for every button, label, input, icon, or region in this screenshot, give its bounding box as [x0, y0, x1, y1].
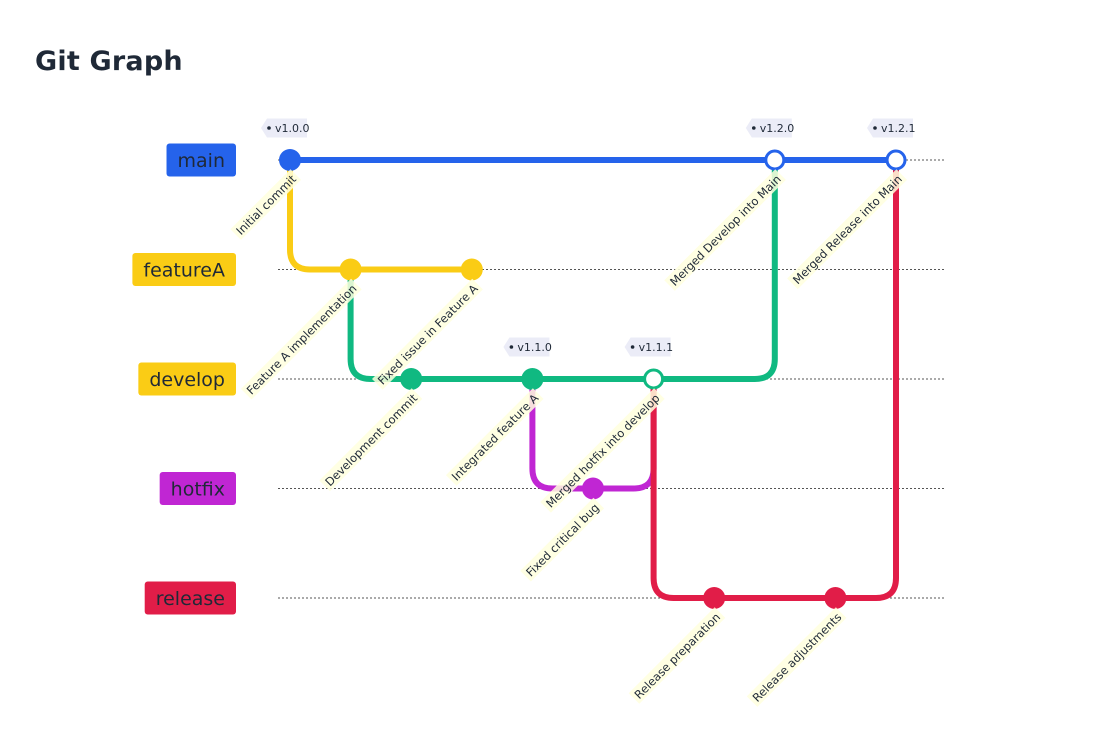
connection-c10-c11: [832, 157, 899, 601]
commit-message-bg: [540, 388, 665, 513]
connection-c7-c9: [650, 157, 778, 382]
commit-message-c8: Release preparation: [628, 607, 726, 704]
branch-label-develop[interactable]: develop: [138, 362, 236, 396]
branch-name: develop: [149, 369, 225, 391]
commit-message-bg: [319, 388, 423, 492]
tag-label: v1.2.1: [881, 122, 916, 135]
commit-message-c6: Fixed critical bug: [520, 497, 605, 582]
tag-c7: v1.1.1: [624, 337, 674, 357]
connection-c7-c8: [650, 376, 718, 601]
commit-message-c11: Merged Release into Main: [787, 169, 908, 290]
commit-message-bg: [240, 278, 362, 400]
tag-c9: v1.2.0: [745, 118, 795, 138]
tag-background: [745, 118, 792, 138]
tag-hole-icon: [630, 345, 635, 349]
commit-message-text: Fixed issue in Feature A: [375, 281, 481, 387]
branch-label-main[interactable]: main: [166, 143, 236, 177]
tag-background: [624, 337, 671, 357]
commit-node-c5[interactable]: [521, 368, 544, 390]
commit-node-c9[interactable]: [764, 149, 786, 171]
tag-label: v1.0.0: [275, 122, 310, 135]
commit-message-c2: Feature A implementation: [240, 278, 362, 400]
branch-label-bg: [159, 472, 236, 505]
commit-message-text: Feature A implementation: [244, 282, 360, 398]
tag-hole-icon: [509, 345, 514, 349]
tag-hole-icon: [752, 126, 756, 130]
commit-message-c5: Integrated feature A: [445, 388, 544, 486]
branch-label-hotfix[interactable]: hotfix: [159, 472, 236, 505]
commit-message-bg: [746, 607, 847, 707]
branch-labels: main featureA develop hotfix release: [132, 143, 236, 615]
commit-node-c10[interactable]: [824, 587, 847, 609]
commit-message-c4: Fixed issue in Feature A: [372, 278, 483, 390]
tag-hole-icon: [873, 126, 877, 130]
commit-message-bg: [628, 607, 726, 704]
tag-background: [503, 337, 550, 357]
branch-label-bg: [166, 143, 236, 177]
tag-c5: v1.1.0: [503, 337, 552, 357]
branch-name: hotfix: [171, 479, 225, 501]
tag-c11: v1.2.1: [867, 118, 916, 138]
commit-message-bg: [787, 169, 908, 290]
commit-message-bg: [230, 169, 302, 240]
connection-c2-c3: [347, 266, 415, 382]
commit-node-c6[interactable]: [582, 477, 604, 500]
commit-node-c1[interactable]: [279, 149, 301, 171]
commit-node-c7[interactable]: [643, 368, 665, 390]
commit-message-text: Release adjustments: [750, 610, 845, 705]
connection-c1-c2: [287, 157, 354, 273]
tag-hole-icon: [267, 126, 271, 130]
branch-label-bg: [144, 581, 236, 615]
branch-label-bg: [132, 253, 236, 286]
commit-node-c2[interactable]: [339, 258, 362, 281]
commit-message-text: Development commit: [322, 391, 420, 489]
commit-node-c8[interactable]: [703, 587, 726, 609]
commit-message-text: Fixed critical bug: [523, 501, 602, 580]
connection-c5-c6: [529, 376, 596, 492]
branch-label-featureA[interactable]: featureA: [132, 253, 236, 286]
branch-label-release[interactable]: release: [144, 581, 236, 615]
commit-message-c9: Merged Develop into Main: [664, 169, 786, 291]
tag-c1: v1.0.0: [261, 118, 310, 138]
tag-label: v1.1.1: [639, 341, 674, 354]
commit-message-bg: [664, 169, 786, 291]
commit-message-bg: [520, 497, 605, 582]
branch-name: featureA: [143, 260, 225, 282]
commit-message-text: Merged Develop into Main: [667, 172, 784, 289]
commit-node-c3[interactable]: [400, 368, 423, 390]
tag-label: v1.1.0: [517, 341, 552, 354]
commit-node-c11[interactable]: [885, 149, 907, 171]
tag-background: [867, 118, 913, 138]
commit-message-c3: Development commit: [319, 388, 423, 492]
commit-message-text: Release preparation: [632, 610, 724, 702]
branch-name: release: [156, 588, 225, 610]
branch-name: main: [178, 150, 225, 172]
commit-message-bg: [372, 278, 483, 390]
commit-message-bg: [445, 388, 544, 486]
commit-connections: [287, 157, 899, 601]
branch-label-bg: [138, 362, 236, 396]
commit-tags: v1.0.0 v1.1.0 v1.1.1 v1.2.0 v1.2.1: [261, 118, 916, 357]
commit-nodes: [279, 149, 907, 609]
tag-label: v1.2.0: [760, 122, 795, 135]
commit-message-text: Integrated feature A: [449, 391, 542, 484]
page-title: Git Graph: [35, 46, 183, 77]
tag-background: [261, 118, 307, 138]
commit-node-c4[interactable]: [460, 258, 483, 281]
commit-message-c10: Release adjustments: [746, 607, 847, 707]
